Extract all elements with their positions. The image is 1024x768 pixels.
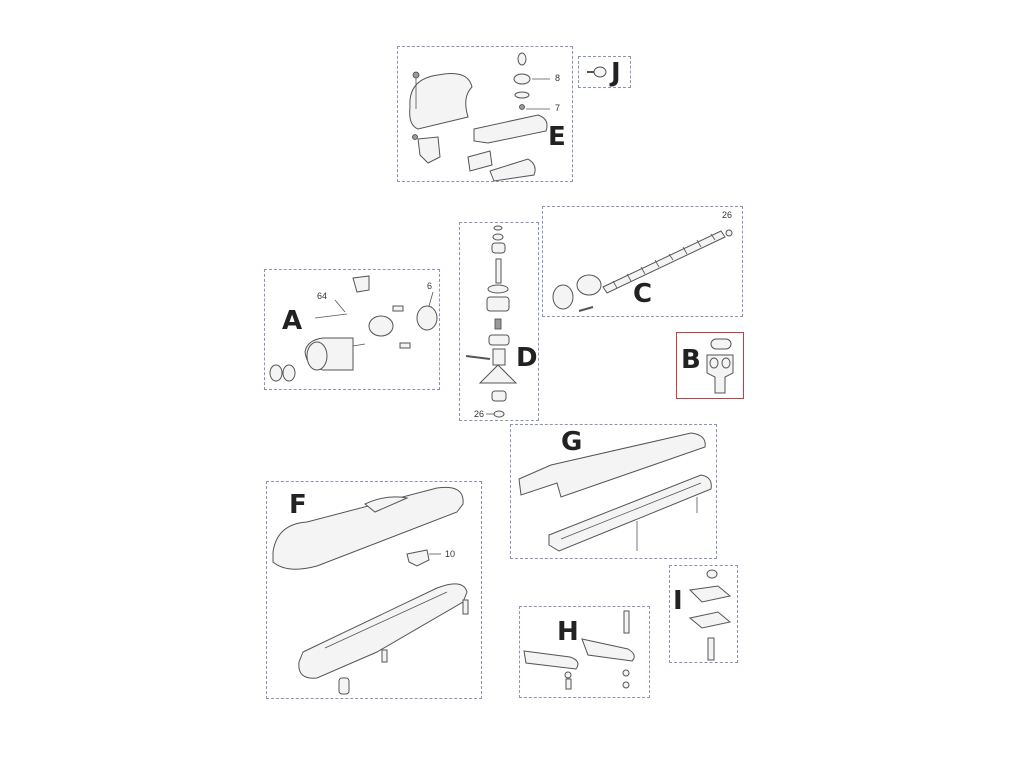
group-i-parts-illustration (688, 569, 732, 661)
group-a-parts-illustration (269, 275, 438, 382)
clevis-fork-icon (706, 338, 734, 394)
callout-26-c: 26 (722, 210, 733, 220)
group-j-label: J (611, 58, 621, 88)
group-f[interactable]: 10 F (266, 481, 482, 699)
group-e[interactable]: 8 7 E (397, 46, 573, 182)
callout-64: 64 (317, 291, 328, 301)
group-g-label: G (561, 427, 583, 457)
group-c[interactable]: 26 C (542, 206, 743, 317)
group-h-label: H (557, 617, 579, 647)
group-d-parts-illustration (465, 225, 518, 418)
group-c-label: C (633, 279, 653, 309)
group-f-label: F (289, 490, 307, 520)
group-i[interactable]: I (669, 565, 738, 663)
group-f-parts-illustration (272, 486, 469, 695)
group-d-label: D (516, 343, 538, 373)
callout-7: 7 (555, 103, 561, 113)
group-g-parts-illustration (518, 432, 712, 552)
group-a[interactable]: 64 6 A (264, 269, 440, 390)
callout-6: 6 (427, 281, 433, 291)
group-e-label: E (548, 122, 566, 152)
group-c-parts-illustration (552, 229, 733, 312)
group-h[interactable]: H (519, 606, 650, 698)
group-a-label: A (282, 306, 303, 336)
callout-8: 8 (555, 73, 561, 83)
eyebolt-icon (587, 66, 607, 78)
group-i-label: I (673, 586, 683, 616)
group-d[interactable]: 26 D (459, 222, 539, 421)
callout-10: 10 (445, 549, 456, 559)
group-e-parts-illustration (409, 52, 550, 182)
callout-26-d: 26 (474, 409, 485, 419)
group-j[interactable]: J (578, 56, 631, 88)
group-b-label: B (681, 345, 701, 375)
group-b-highlighted[interactable]: B (676, 332, 744, 399)
group-h-parts-illustration (523, 610, 635, 690)
group-g[interactable]: G (510, 424, 717, 559)
